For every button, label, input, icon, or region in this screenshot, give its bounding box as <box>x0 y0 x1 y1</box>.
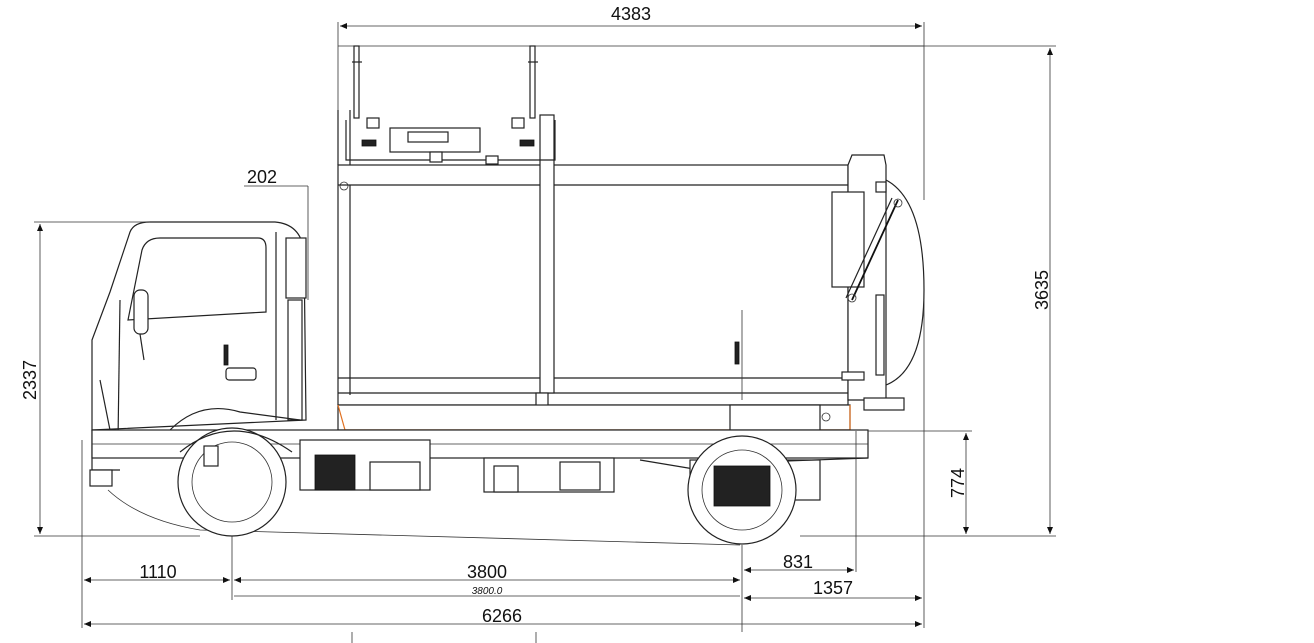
dim-cab-gap: 202 <box>247 167 277 187</box>
dim-rear-axle-frame: 831 <box>783 552 813 572</box>
dim-wheelbase-small: 3800.0 <box>472 586 503 597</box>
dim-rear-overhang: 1357 <box>813 578 853 598</box>
dim-cab-height: 2337 <box>20 360 40 400</box>
truck-cab <box>89 221 307 487</box>
dim-wheelbase: 3800 <box>467 562 507 582</box>
dim-total-height: 3635 <box>1032 270 1052 310</box>
dim-body-length: 4383 <box>611 4 651 24</box>
dim-front-overhang: 1110 <box>139 562 176 582</box>
dim-frame-height: 774 <box>948 468 968 498</box>
lift-mechanism <box>338 45 924 165</box>
dim-overall-length: 6266 <box>482 606 522 626</box>
dimension-lines <box>34 22 1056 643</box>
cargo-body <box>337 110 851 431</box>
front-wheel <box>177 427 293 537</box>
rear-tailgate <box>831 154 925 411</box>
rear-wheel <box>687 435 797 545</box>
